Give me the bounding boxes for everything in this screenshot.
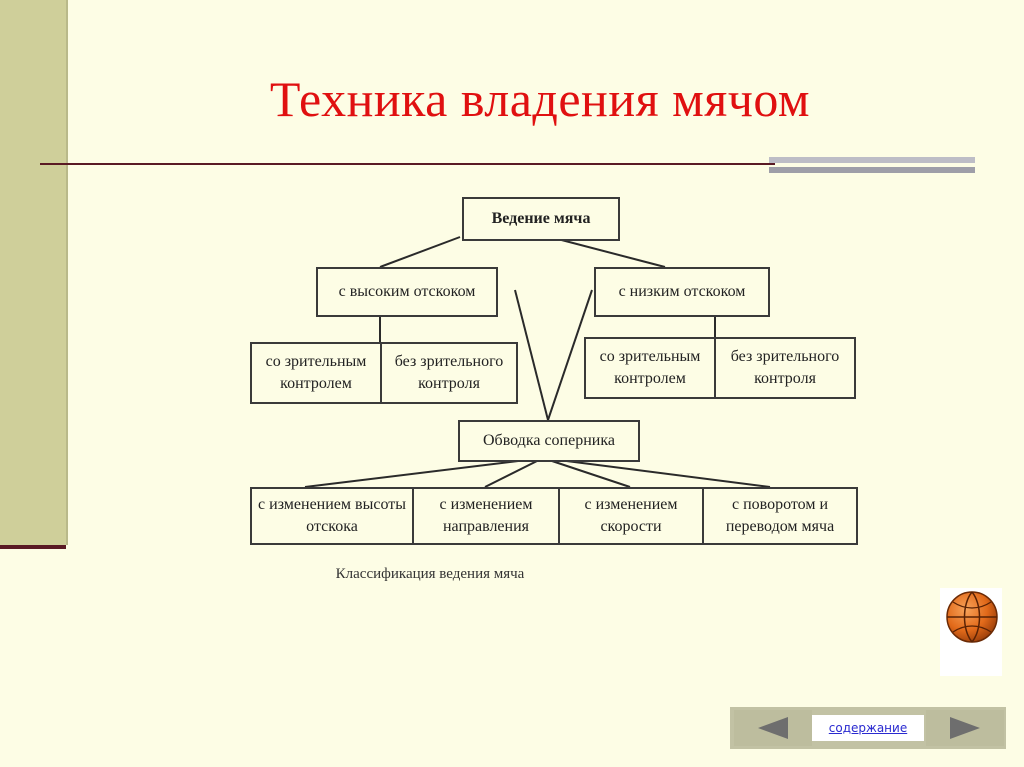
node-change-speed: с изменением скорости <box>558 489 702 543</box>
node-turn-and-transfer: с поворотом и переводом мяча <box>702 489 856 543</box>
diagram-connectors <box>304 236 771 488</box>
sidebar-panel <box>0 0 68 545</box>
node-high-bounce: с высоким отскоком <box>316 267 498 317</box>
connector-root-high <box>379 236 461 268</box>
contents-link[interactable]: содержание <box>812 715 924 741</box>
diagram-caption: Классификация ведения мяча <box>335 566 525 582</box>
basketball-icon <box>946 591 998 643</box>
node-root: Ведение мяча <box>462 197 620 241</box>
dribbling-diagram: Ведение мяча с высоким отскоком с низким… <box>230 185 910 595</box>
node-change-height: с изменением высоты отскока <box>258 496 406 535</box>
navigation-bar: содержание <box>730 707 1006 749</box>
connector-low-dribble <box>547 289 593 421</box>
connector-dribble-c4 <box>542 457 771 488</box>
node-dribble-opponent: Обводка соперника <box>458 420 640 462</box>
slide-title: Техника владения мячом <box>269 71 811 127</box>
connector-root-low <box>549 236 666 268</box>
arrow-right-icon <box>950 717 980 739</box>
node-low-without-vision: без зрительного контроля <box>714 339 854 397</box>
connector-high-dribble <box>514 289 549 421</box>
node-low-bounce: с низким отскоком <box>594 267 770 317</box>
title-divider-accent <box>769 157 975 173</box>
node-high-without-vision: без зрительного контроля <box>380 344 516 402</box>
arrow-left-icon <box>758 717 788 739</box>
forward-button[interactable] <box>926 710 1004 746</box>
node-dribble-children: с изменением высоты отскока с изменением… <box>250 487 858 545</box>
connector-dribble-c3 <box>542 457 631 488</box>
node-change-direction: с изменением направления <box>412 489 558 543</box>
title-divider <box>40 163 775 165</box>
node-low-children: со зрительным контролем без зрительного … <box>584 337 856 399</box>
node-high-children: со зрительным контролем без зрительного … <box>250 342 518 404</box>
node-high-with-vision: со зрительным контролем <box>265 353 367 392</box>
connector-dribble-c2 <box>484 457 544 488</box>
connector-dribble-c1 <box>304 457 544 488</box>
sidebar-accent-bar <box>0 545 66 549</box>
back-button[interactable] <box>734 710 812 746</box>
basketball-image <box>940 588 1002 676</box>
node-low-with-vision: со зрительным контролем <box>599 348 701 387</box>
